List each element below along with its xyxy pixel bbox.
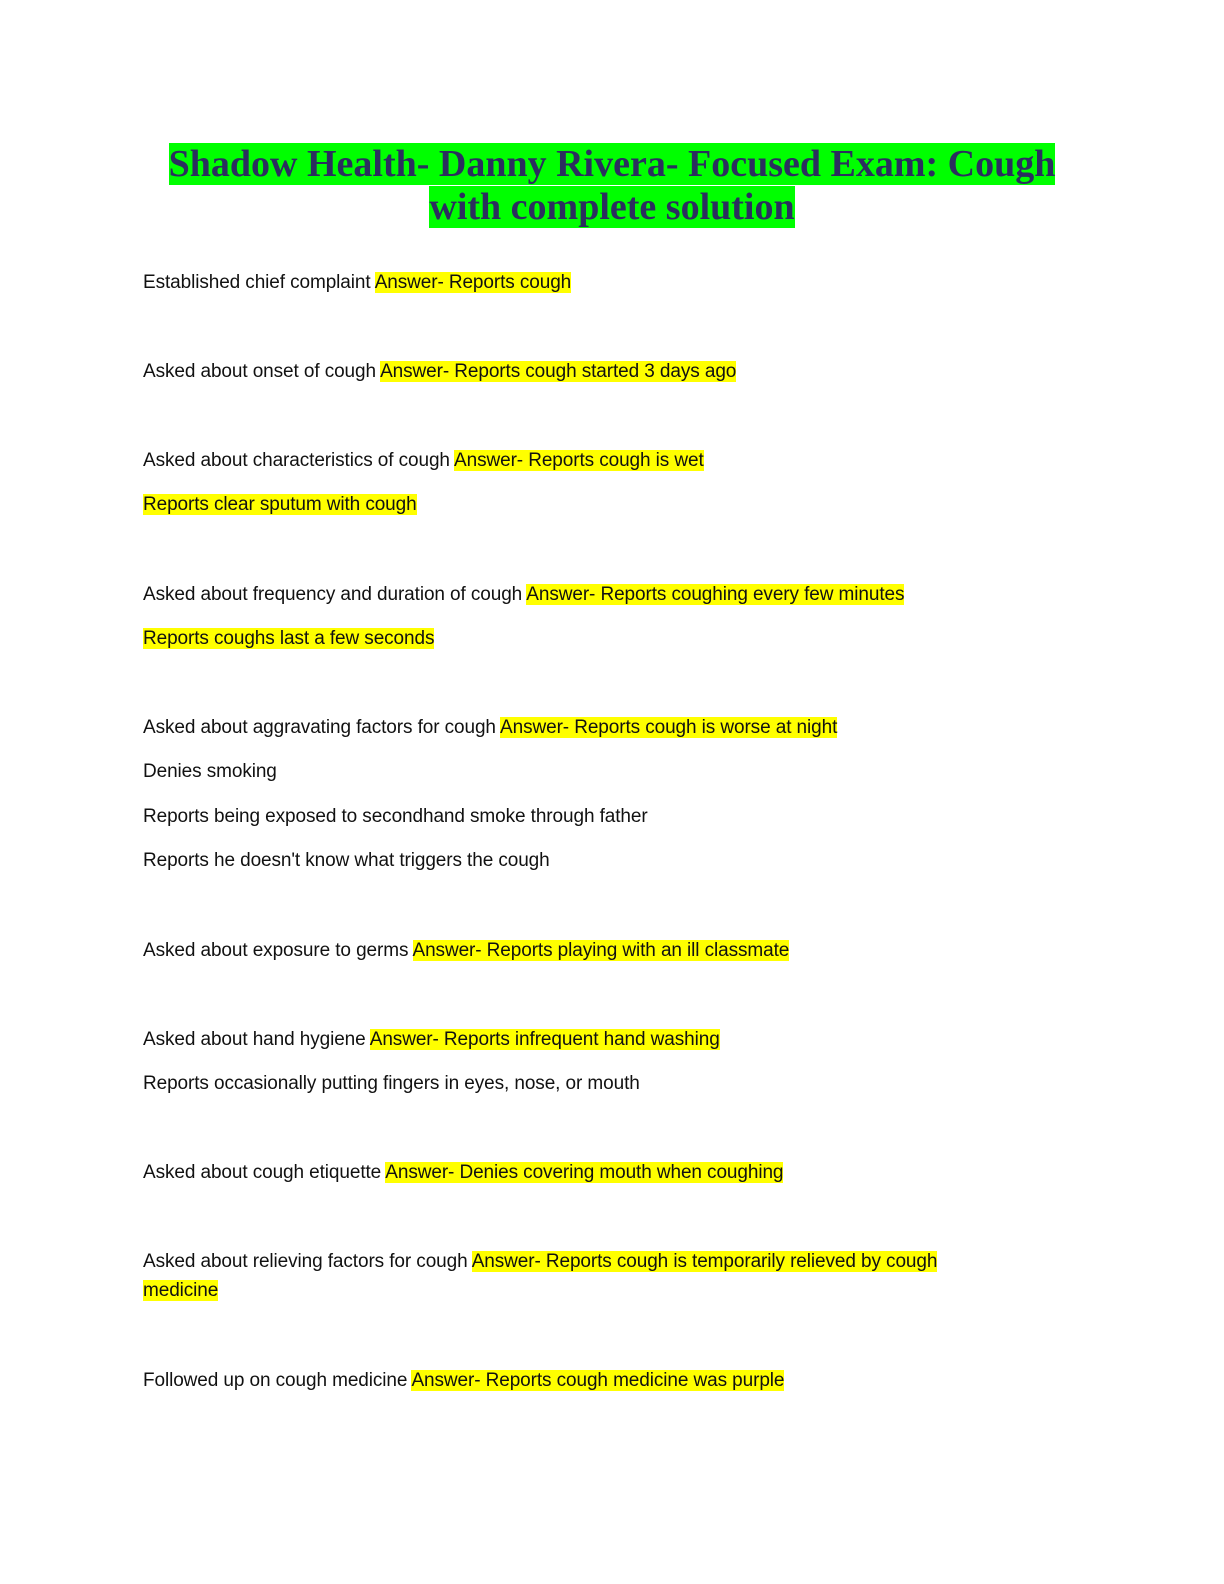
qa-line: Reports coughs last a few seconds: [143, 624, 1003, 653]
qa-line: Denies smoking: [143, 757, 1003, 786]
question-text: Followed up on cough medicine: [143, 1370, 408, 1391]
answer-text: Answer- Reports coughing every few minut…: [526, 584, 905, 605]
answer-text: Answer- Reports cough started 3 days ago: [380, 361, 737, 382]
question-text: Asked about hand hygiene: [143, 1029, 366, 1050]
answer-text: Answer- Reports playing with an ill clas…: [412, 940, 790, 961]
question-text: Asked about cough etiquette: [143, 1162, 382, 1183]
qa-line: Reports occasionally putting fingers in …: [143, 1069, 1003, 1098]
question-text: Denies smoking: [143, 761, 277, 782]
question-text: Established chief complaint: [143, 272, 371, 293]
question-text: Reports occasionally putting fingers in …: [143, 1073, 640, 1094]
qa-line: Asked about onset of cough Answer- Repor…: [143, 357, 1003, 386]
question-text: Asked about characteristics of cough: [143, 450, 450, 471]
answer-text: Answer- Denies covering mouth when cough…: [385, 1162, 784, 1183]
answer-text: Answer- Reports cough medicine was purpl…: [411, 1370, 785, 1391]
qa-line: Reports being exposed to secondhand smok…: [143, 802, 1003, 831]
qa-line: Asked about aggravating factors for coug…: [143, 713, 1003, 742]
qa-line: Asked about relieving factors for cough …: [143, 1247, 1003, 1305]
question-text: Asked about frequency and duration of co…: [143, 584, 523, 605]
qa-line: Asked about exposure to germs Answer- Re…: [143, 936, 1003, 965]
qa-line: Followed up on cough medicine Answer- Re…: [143, 1366, 1003, 1395]
question-text: Asked about exposure to germs: [143, 940, 409, 961]
question-text: Reports he doesn't know what triggers th…: [143, 850, 550, 871]
qa-line: Asked about characteristics of cough Ans…: [143, 446, 1003, 475]
question-text: Asked about relieving factors for cough: [143, 1251, 468, 1272]
answer-text: Reports clear sputum with cough: [143, 494, 417, 515]
answer-text: Answer- Reports cough: [374, 272, 572, 293]
answer-text: Reports coughs last a few seconds: [143, 628, 435, 649]
qa-line: Asked about frequency and duration of co…: [143, 580, 1003, 609]
question-text: Asked about onset of cough: [143, 361, 376, 382]
qa-line: Asked about hand hygiene Answer- Reports…: [143, 1025, 1003, 1054]
question-text: Asked about aggravating factors for coug…: [143, 717, 496, 738]
answer-text: Answer- Reports infrequent hand washing: [369, 1029, 720, 1050]
document-title-line-1: Shadow Health- Danny Rivera- Focused Exa…: [168, 143, 1056, 185]
answer-text: Answer- Reports cough is wet: [454, 450, 704, 471]
qa-line: Reports he doesn't know what triggers th…: [143, 846, 1003, 875]
question-text: Reports being exposed to secondhand smok…: [143, 806, 648, 827]
qa-line: Reports clear sputum with cough: [143, 490, 1003, 519]
qa-line: Asked about cough etiquette Answer- Deni…: [143, 1158, 1003, 1187]
document-title-line-2: with complete solution: [429, 186, 795, 228]
qa-line: Established chief complaint Answer- Repo…: [143, 268, 1003, 297]
answer-text: Answer- Reports cough is worse at night: [500, 717, 838, 738]
